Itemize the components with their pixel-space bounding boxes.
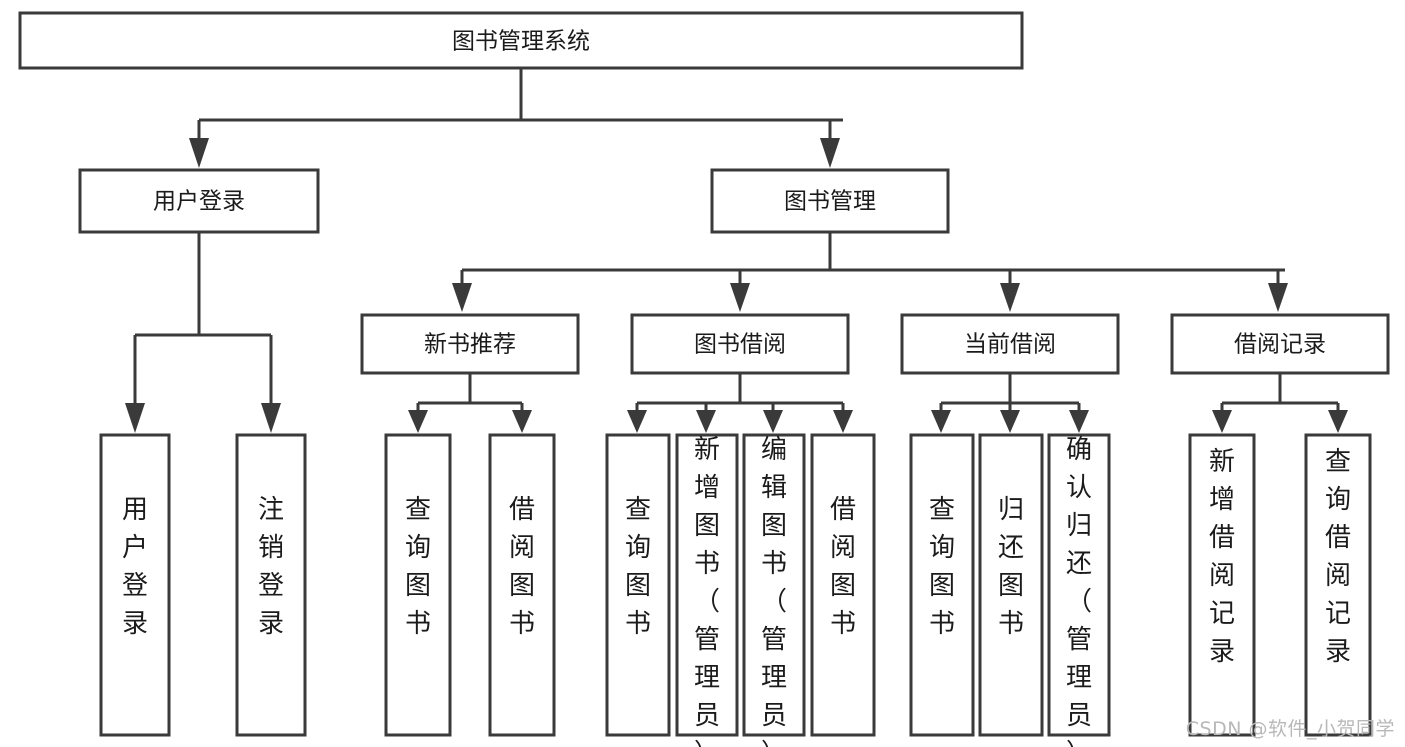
node-current-borrow-box[interactable] bbox=[900, 313, 1120, 375]
leaf-node-borrow-book-recommend[interactable]: 借阅图书 bbox=[488, 433, 556, 737]
leaf-node-query-book-current-box[interactable] bbox=[909, 433, 975, 737]
leaf-node-logout[interactable]: 注销登录 bbox=[235, 433, 307, 737]
node-new-book-recommend[interactable]: 新书推荐 bbox=[360, 313, 580, 375]
node-root-label: 图书管理系统 bbox=[452, 29, 590, 55]
leaf-node-query-book-current[interactable]: 查询图书 bbox=[909, 433, 975, 737]
connector-root-to-level2 bbox=[189, 68, 843, 168]
arrow-head-icon bbox=[125, 403, 145, 433]
leaf-node-add-borrow-record[interactable]: 新增借阅记录 bbox=[1188, 433, 1256, 737]
leaf-node-edit-book-admin-label: 编辑图书（管理员） bbox=[761, 435, 787, 747]
leaf-node-borrow-book-recommend-box[interactable] bbox=[488, 433, 556, 737]
leaf-node-query-book-borrow[interactable]: 查询图书 bbox=[605, 433, 671, 737]
arrow-head-icon bbox=[1000, 410, 1020, 433]
node-borrow-record[interactable]: 借阅记录 bbox=[1170, 313, 1390, 375]
leaf-node-borrow-book-borrow-label: 借阅图书 bbox=[830, 495, 856, 639]
arrow-head-icon bbox=[696, 410, 716, 433]
arrow-head-icon bbox=[512, 410, 532, 433]
arrow-head-icon bbox=[730, 283, 750, 312]
leaf-node-return-book-box[interactable] bbox=[978, 433, 1044, 737]
leaf-node-user-login-label: 用户登录 bbox=[122, 495, 148, 639]
node-user-login-box[interactable] bbox=[78, 168, 320, 234]
arrow-head-icon bbox=[1328, 410, 1348, 433]
node-user-login[interactable]: 用户登录 bbox=[78, 168, 320, 234]
arrow-head-icon bbox=[1000, 283, 1020, 312]
leaf-node-edit-book-admin[interactable]: 编辑图书（管理员） bbox=[742, 433, 806, 747]
leaf-node-logout-label: 注销登录 bbox=[258, 495, 284, 639]
node-book-borrow[interactable]: 图书借阅 bbox=[630, 313, 850, 375]
connector-current-borrow-to-leaves bbox=[931, 373, 1089, 433]
node-current-borrow-label: 当前借阅 bbox=[964, 332, 1056, 358]
leaf-node-query-book-recommend-box[interactable] bbox=[384, 433, 452, 737]
node-borrow-record-label: 借阅记录 bbox=[1234, 332, 1326, 358]
node-new-book-recommend-label: 新书推荐 bbox=[424, 332, 516, 358]
node-user-login-label: 用户登录 bbox=[153, 189, 245, 215]
connector-user-login-to-leaves bbox=[125, 232, 281, 433]
node-book-management-label: 图书管理 bbox=[784, 189, 876, 215]
connector-book-management-to-level3 bbox=[452, 232, 1288, 312]
arrow-head-icon bbox=[763, 410, 783, 433]
arrow-head-icon bbox=[1069, 410, 1089, 433]
leaf-node-edit-book-admin-box[interactable] bbox=[742, 433, 806, 737]
leaf-node-return-book-label: 归还图书 bbox=[998, 495, 1024, 639]
leaf-node-add-borrow-record-box[interactable] bbox=[1188, 433, 1256, 737]
node-root-box[interactable] bbox=[18, 11, 1024, 70]
leaf-node-query-book-current-label: 查询图书 bbox=[929, 495, 955, 639]
leaf-node-add-book-admin-box[interactable] bbox=[675, 433, 739, 737]
leaf-node-user-login[interactable]: 用户登录 bbox=[99, 433, 171, 737]
connector-new-book-recommend-to-leaves bbox=[408, 373, 532, 433]
leaf-node-query-book-borrow-box[interactable] bbox=[605, 433, 671, 737]
arrow-head-icon bbox=[1268, 283, 1288, 312]
leaf-node-user-login-box[interactable] bbox=[99, 433, 171, 737]
leaf-node-borrow-book-borrow-box[interactable] bbox=[810, 433, 876, 737]
node-book-management[interactable]: 图书管理 bbox=[710, 168, 950, 234]
leaf-node-query-borrow-record-box[interactable] bbox=[1304, 433, 1372, 737]
arrow-head-icon bbox=[452, 283, 472, 312]
leaf-node-query-borrow-record-label: 查询借阅记录 bbox=[1325, 447, 1351, 667]
leaf-node-add-book-admin[interactable]: 新增图书（管理员） bbox=[675, 433, 739, 747]
arrow-head-icon bbox=[261, 403, 281, 433]
node-new-book-recommend-box[interactable] bbox=[360, 313, 580, 375]
leaf-node-add-book-admin-label: 新增图书（管理员） bbox=[694, 435, 720, 747]
leaf-node-query-book-recommend[interactable]: 查询图书 bbox=[384, 433, 452, 737]
leaf-node-confirm-return-admin[interactable]: 确认归还（管理员） bbox=[1047, 433, 1111, 747]
leaf-node-query-borrow-record[interactable]: 查询借阅记录 bbox=[1304, 433, 1372, 737]
node-current-borrow[interactable]: 当前借阅 bbox=[900, 313, 1120, 375]
arrow-head-icon bbox=[189, 138, 209, 168]
leaf-node-confirm-return-admin-label: 确认归还（管理员） bbox=[1066, 435, 1092, 747]
arrow-head-icon bbox=[833, 410, 853, 433]
leaf-node-borrow-book-borrow[interactable]: 借阅图书 bbox=[810, 433, 876, 737]
leaf-node-add-borrow-record-label: 新增借阅记录 bbox=[1209, 447, 1235, 667]
connector-borrow-record-to-leaves bbox=[1212, 373, 1348, 433]
connector-book-borrow-to-leaves bbox=[627, 373, 853, 433]
leaf-node-confirm-return-admin-box[interactable] bbox=[1047, 433, 1111, 737]
leaf-node-return-book[interactable]: 归还图书 bbox=[978, 433, 1044, 737]
node-book-borrow-label: 图书借阅 bbox=[694, 332, 786, 358]
leaf-node-query-book-recommend-label: 查询图书 bbox=[405, 495, 431, 639]
arrow-head-icon bbox=[627, 410, 647, 433]
leaf-node-borrow-book-recommend-label: 借阅图书 bbox=[509, 495, 535, 639]
node-root[interactable]: 图书管理系统 bbox=[18, 11, 1024, 70]
arrow-head-icon bbox=[1212, 410, 1232, 433]
leaf-node-query-book-borrow-label: 查询图书 bbox=[625, 495, 651, 639]
arrow-head-icon bbox=[820, 138, 840, 168]
leaf-node-logout-box[interactable] bbox=[235, 433, 307, 737]
arrow-head-icon bbox=[931, 410, 951, 433]
arrow-head-icon bbox=[408, 410, 428, 433]
